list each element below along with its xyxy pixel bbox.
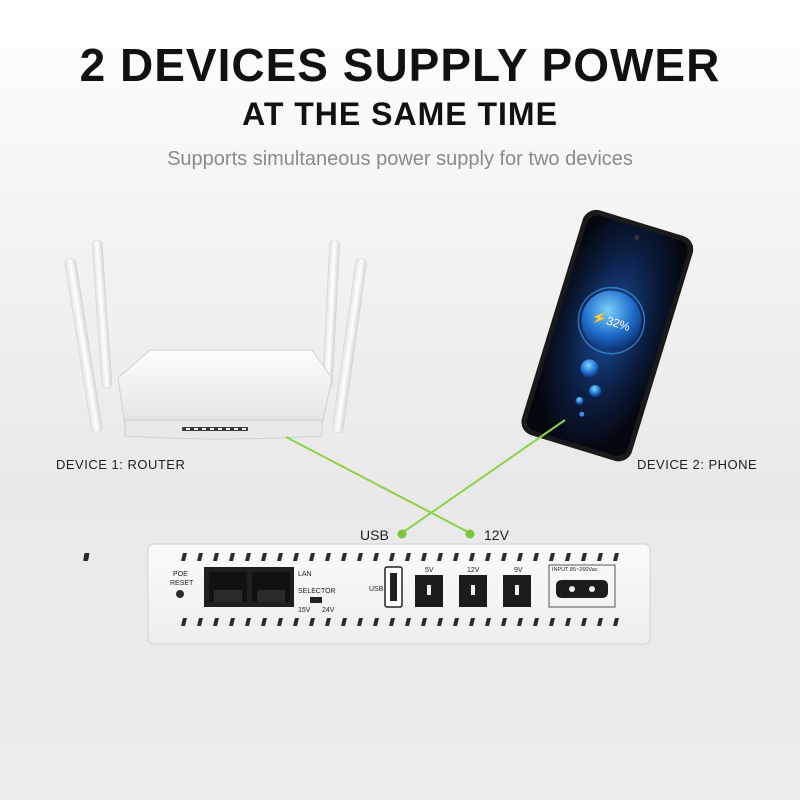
usb-port-dot xyxy=(397,529,407,539)
selector-label: SELECTOR xyxy=(298,588,336,595)
12v-port-dot xyxy=(465,529,475,539)
phone-image: ⚡32% xyxy=(521,209,694,462)
subheadline: AT THE SAME TIME xyxy=(242,96,558,132)
24v-label: 24V xyxy=(322,607,335,614)
input-label: INPUT 85~260Vac xyxy=(552,567,598,573)
device2-label: DEVICE 2: PHONE xyxy=(637,457,758,472)
headline: 2 DEVICES SUPPLY POWER xyxy=(79,39,721,91)
reset-hole xyxy=(176,590,184,598)
poe-label: POE xyxy=(173,571,188,578)
12v-unit-label: 12V xyxy=(467,567,480,574)
ac-socket xyxy=(556,580,608,598)
usb-callout: USB xyxy=(360,527,389,543)
device1-label: DEVICE 1: ROUTER xyxy=(56,457,186,472)
router-image xyxy=(64,239,367,440)
selector-switch xyxy=(310,597,322,603)
reset-label: RESET xyxy=(170,580,194,587)
12v-callout: 12V xyxy=(484,527,509,543)
5v-label: 5V xyxy=(425,567,434,574)
9v-label: 9V xyxy=(514,567,523,574)
ac-input-frame xyxy=(548,564,616,608)
subtitle: Supports simultaneous power supply for t… xyxy=(167,148,633,170)
15v-label: 15V xyxy=(298,607,311,614)
power-unit-image: POE RESET LAN SELECTOR 15V 24V USB 5V 12… xyxy=(83,543,651,645)
usb-unit-label: USB xyxy=(369,586,384,593)
lan-label: LAN xyxy=(298,571,312,578)
connector-lines xyxy=(285,419,566,539)
